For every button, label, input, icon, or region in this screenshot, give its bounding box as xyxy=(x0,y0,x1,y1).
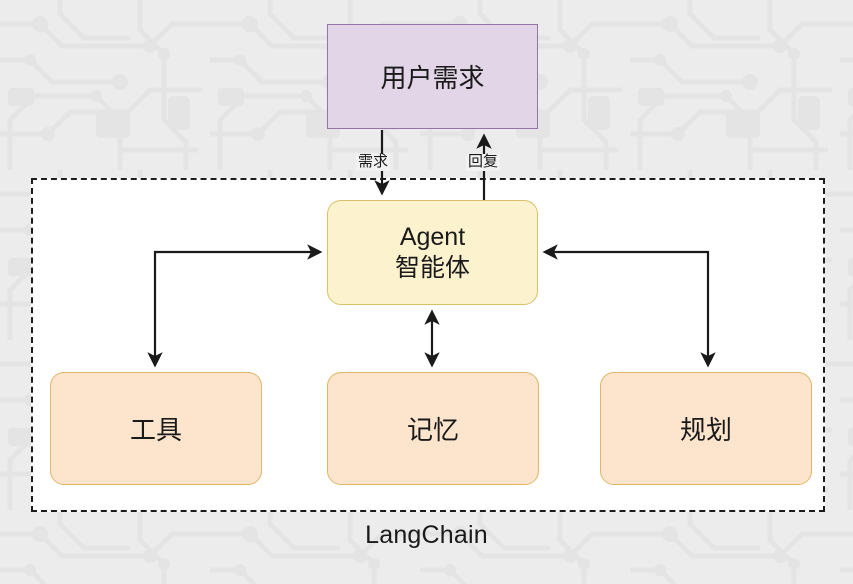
node-planning[interactable]: 规划 xyxy=(600,372,812,485)
node-agent-label-zh: 智能体 xyxy=(394,253,470,282)
edge-planning-agent xyxy=(542,244,716,368)
node-agent[interactable]: Agent 智能体 xyxy=(327,200,538,305)
edge-label-request: 需求 xyxy=(356,153,391,171)
node-tools[interactable]: 工具 xyxy=(50,372,262,485)
node-agent-label-en: Agent xyxy=(399,223,466,251)
edge-label-reply: 回复 xyxy=(466,153,501,171)
langchain-container-label: LangChain xyxy=(365,521,488,549)
node-user-requirement-label: 用户需求 xyxy=(380,63,485,93)
node-tools-label: 工具 xyxy=(129,415,182,445)
node-user-requirement[interactable]: 用户需求 xyxy=(327,24,538,129)
node-memory[interactable]: 记忆 xyxy=(327,372,539,485)
edge-tools-agent xyxy=(147,244,323,368)
node-memory-label: 记忆 xyxy=(406,415,459,445)
node-planning-label: 规划 xyxy=(679,415,732,445)
